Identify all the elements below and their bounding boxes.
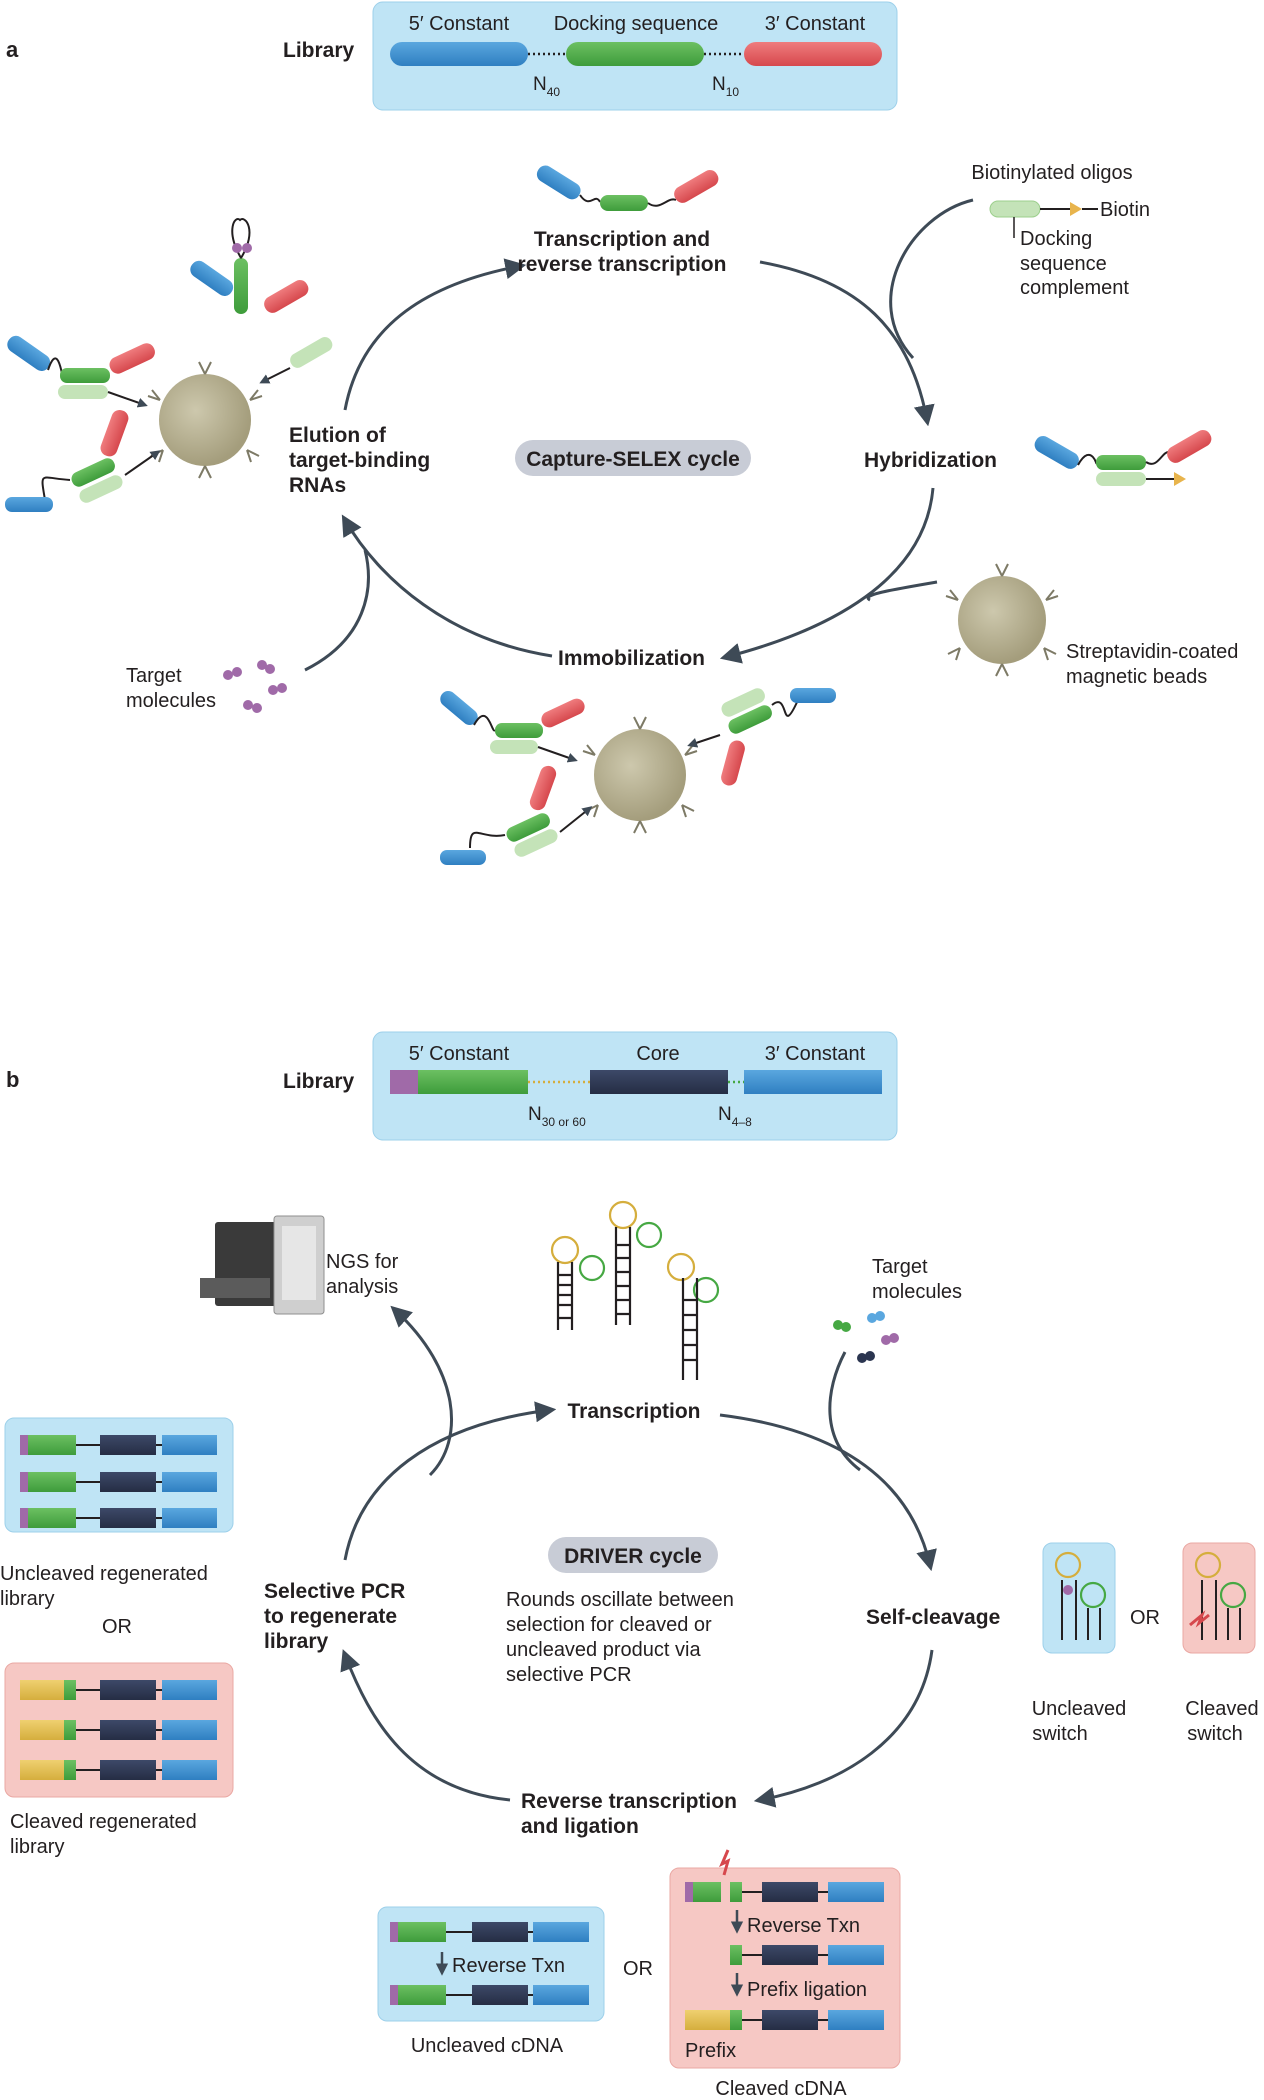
- panel-a-library-box: 5′ Constant Docking sequence 3′ Constant…: [372, 1, 898, 111]
- library-a-five-constant: 5′ Constant: [409, 13, 510, 35]
- svg-text:DRIVER cycle: DRIVER cycle: [564, 1545, 702, 1568]
- ngs-sequencer-icon: [200, 1215, 325, 1315]
- step-pcr-line2: to regenerate: [264, 1605, 397, 1628]
- cycle-desc-line2: selection for cleaved or: [506, 1614, 712, 1636]
- riboswitch-transcripts: [550, 1200, 720, 1380]
- cleaved-regenerated-library-box: [4, 1662, 234, 1798]
- label-uncl-cdna: Uncleaved cDNA: [411, 2035, 564, 2057]
- step-transcription-line2: reverse transcription: [518, 253, 727, 276]
- cl-reverse-txn: Reverse Txn: [747, 1915, 860, 1937]
- label-beads-line2: magnetic beads: [1066, 666, 1207, 688]
- step-pcr-line1: Selective PCR: [264, 1580, 405, 1603]
- three-constant-segment: [744, 42, 882, 66]
- library-b-n1: N30 or 60: [528, 1104, 586, 1129]
- label-beads-line1: Streptavidin-coated: [1066, 641, 1238, 663]
- capture-selex-cycle-pill: Capture-SELEX cycle: [515, 440, 751, 476]
- label-cl-lib-1: Cleaved regenerated: [10, 1811, 197, 1833]
- step-rt-line1: Reverse transcription: [521, 1790, 737, 1813]
- library-b-n2: N4–8: [718, 1104, 752, 1129]
- cleaved-cdna-box: Reverse Txn Prefix ligation Prefix: [669, 1849, 901, 2069]
- uncleaved-switch-box: [1042, 1542, 1116, 1654]
- label-target-b-line2: molecules: [872, 1281, 962, 1303]
- five-constant-segment: [390, 42, 528, 66]
- library-a-three-constant: 3′ Constant: [765, 13, 866, 35]
- streptavidin-bead: [945, 563, 1059, 677]
- panel-a-library-label: Library: [283, 39, 355, 62]
- label-uncleaved-switch-2: switch: [1032, 1723, 1088, 1745]
- target-molecules-b: [833, 1311, 899, 1363]
- label-ngs-line2: analysis: [326, 1276, 398, 1298]
- panel-b-label: b: [6, 1067, 19, 1092]
- label-biotinylated-oligos: Biotinylated oligos: [971, 162, 1132, 184]
- step-transcription-line1: Transcription and: [534, 228, 710, 251]
- step-self-cleavage: Self-cleavage: [866, 1606, 1000, 1629]
- label-cl-cdna: Cleaved cDNA: [715, 2078, 847, 2100]
- cl-prefix-ligation: Prefix ligation: [747, 1979, 867, 2001]
- label-target-b-line1: Target: [872, 1256, 928, 1278]
- docking-segment: [566, 42, 704, 66]
- cycle-desc-line1: Rounds oscillate between: [506, 1589, 734, 1611]
- rna-library-molecule-top: [536, 165, 719, 211]
- label-cleaved-switch-2: switch: [1187, 1723, 1243, 1745]
- uncl-reverse-txn: Reverse Txn: [452, 1955, 565, 1977]
- step-elution-line1: Elution of: [289, 424, 387, 447]
- hybridized-molecule: [1034, 429, 1212, 486]
- capture-selex-cycle-arrows: [304, 198, 974, 672]
- library-b-three-constant: 3′ Constant: [765, 1043, 866, 1065]
- uncleaved-cdna-box: Reverse Txn: [377, 1906, 605, 2022]
- label-or-library: OR: [102, 1616, 132, 1638]
- eluted-aptamer: [190, 218, 309, 314]
- step-pcr-line3: library: [264, 1630, 329, 1653]
- panel-a-label: a: [6, 37, 19, 62]
- library-a-docking: Docking sequence: [554, 13, 719, 35]
- driver-cycle-pill: DRIVER cycle: [548, 1537, 718, 1573]
- step-elution-line3: RNAs: [289, 474, 346, 497]
- library-b-core: Core: [636, 1043, 679, 1065]
- panel-b-library-box: 5′ Constant Core 3′ Constant N30 or 60 N…: [372, 1031, 898, 1141]
- label-docking-line2: sequence: [1020, 253, 1107, 275]
- library-a-n2: N10: [712, 74, 739, 99]
- cl-prefix: Prefix: [685, 2040, 736, 2062]
- panel-b-library-label: Library: [283, 1070, 355, 1093]
- immobilized-bead-complex: [440, 688, 836, 865]
- step-rt-line2: and ligation: [521, 1815, 639, 1838]
- step-transcription-b: Transcription: [567, 1400, 700, 1423]
- driver-cycle-arrows: [340, 1305, 937, 1808]
- label-uncl-lib-2: library: [0, 1588, 54, 1610]
- step-immobilization: Immobilization: [558, 647, 705, 670]
- label-or-switch: OR: [1130, 1607, 1160, 1629]
- label-or-cdna: OR: [623, 1958, 653, 1980]
- label-target-a-line2: molecules: [126, 690, 216, 712]
- cycle-desc-line4: selective PCR: [506, 1664, 632, 1686]
- label-docking-line1: Docking: [1020, 228, 1092, 250]
- biotinylated-oligo: [989, 200, 1098, 238]
- step-hybridization: Hybridization: [864, 449, 997, 472]
- label-biotin: Biotin: [1100, 199, 1150, 221]
- label-target-a-line1: Target: [126, 665, 182, 687]
- label-docking-line3: complement: [1020, 277, 1129, 299]
- label-cleaved-switch-1: Cleaved: [1185, 1698, 1258, 1720]
- svg-text:Capture-SELEX cycle: Capture-SELEX cycle: [526, 448, 740, 471]
- cleaved-switch-box: [1182, 1542, 1256, 1654]
- label-cl-lib-2: library: [10, 1836, 64, 1858]
- target-molecules-a: [223, 660, 287, 713]
- cycle-desc-line3: uncleaved product via: [506, 1639, 701, 1661]
- label-uncl-lib-1: Uncleaved regenerated: [0, 1563, 208, 1585]
- library-b-five-constant: 5′ Constant: [409, 1043, 510, 1065]
- elution-bead-complex: [5, 335, 333, 512]
- label-uncleaved-switch-1: Uncleaved: [1032, 1698, 1127, 1720]
- library-a-n1: N40: [533, 74, 560, 99]
- label-ngs-line1: NGS for: [326, 1251, 399, 1273]
- step-elution-line2: target-binding: [289, 449, 430, 472]
- uncleaved-regenerated-library-box: [4, 1417, 234, 1533]
